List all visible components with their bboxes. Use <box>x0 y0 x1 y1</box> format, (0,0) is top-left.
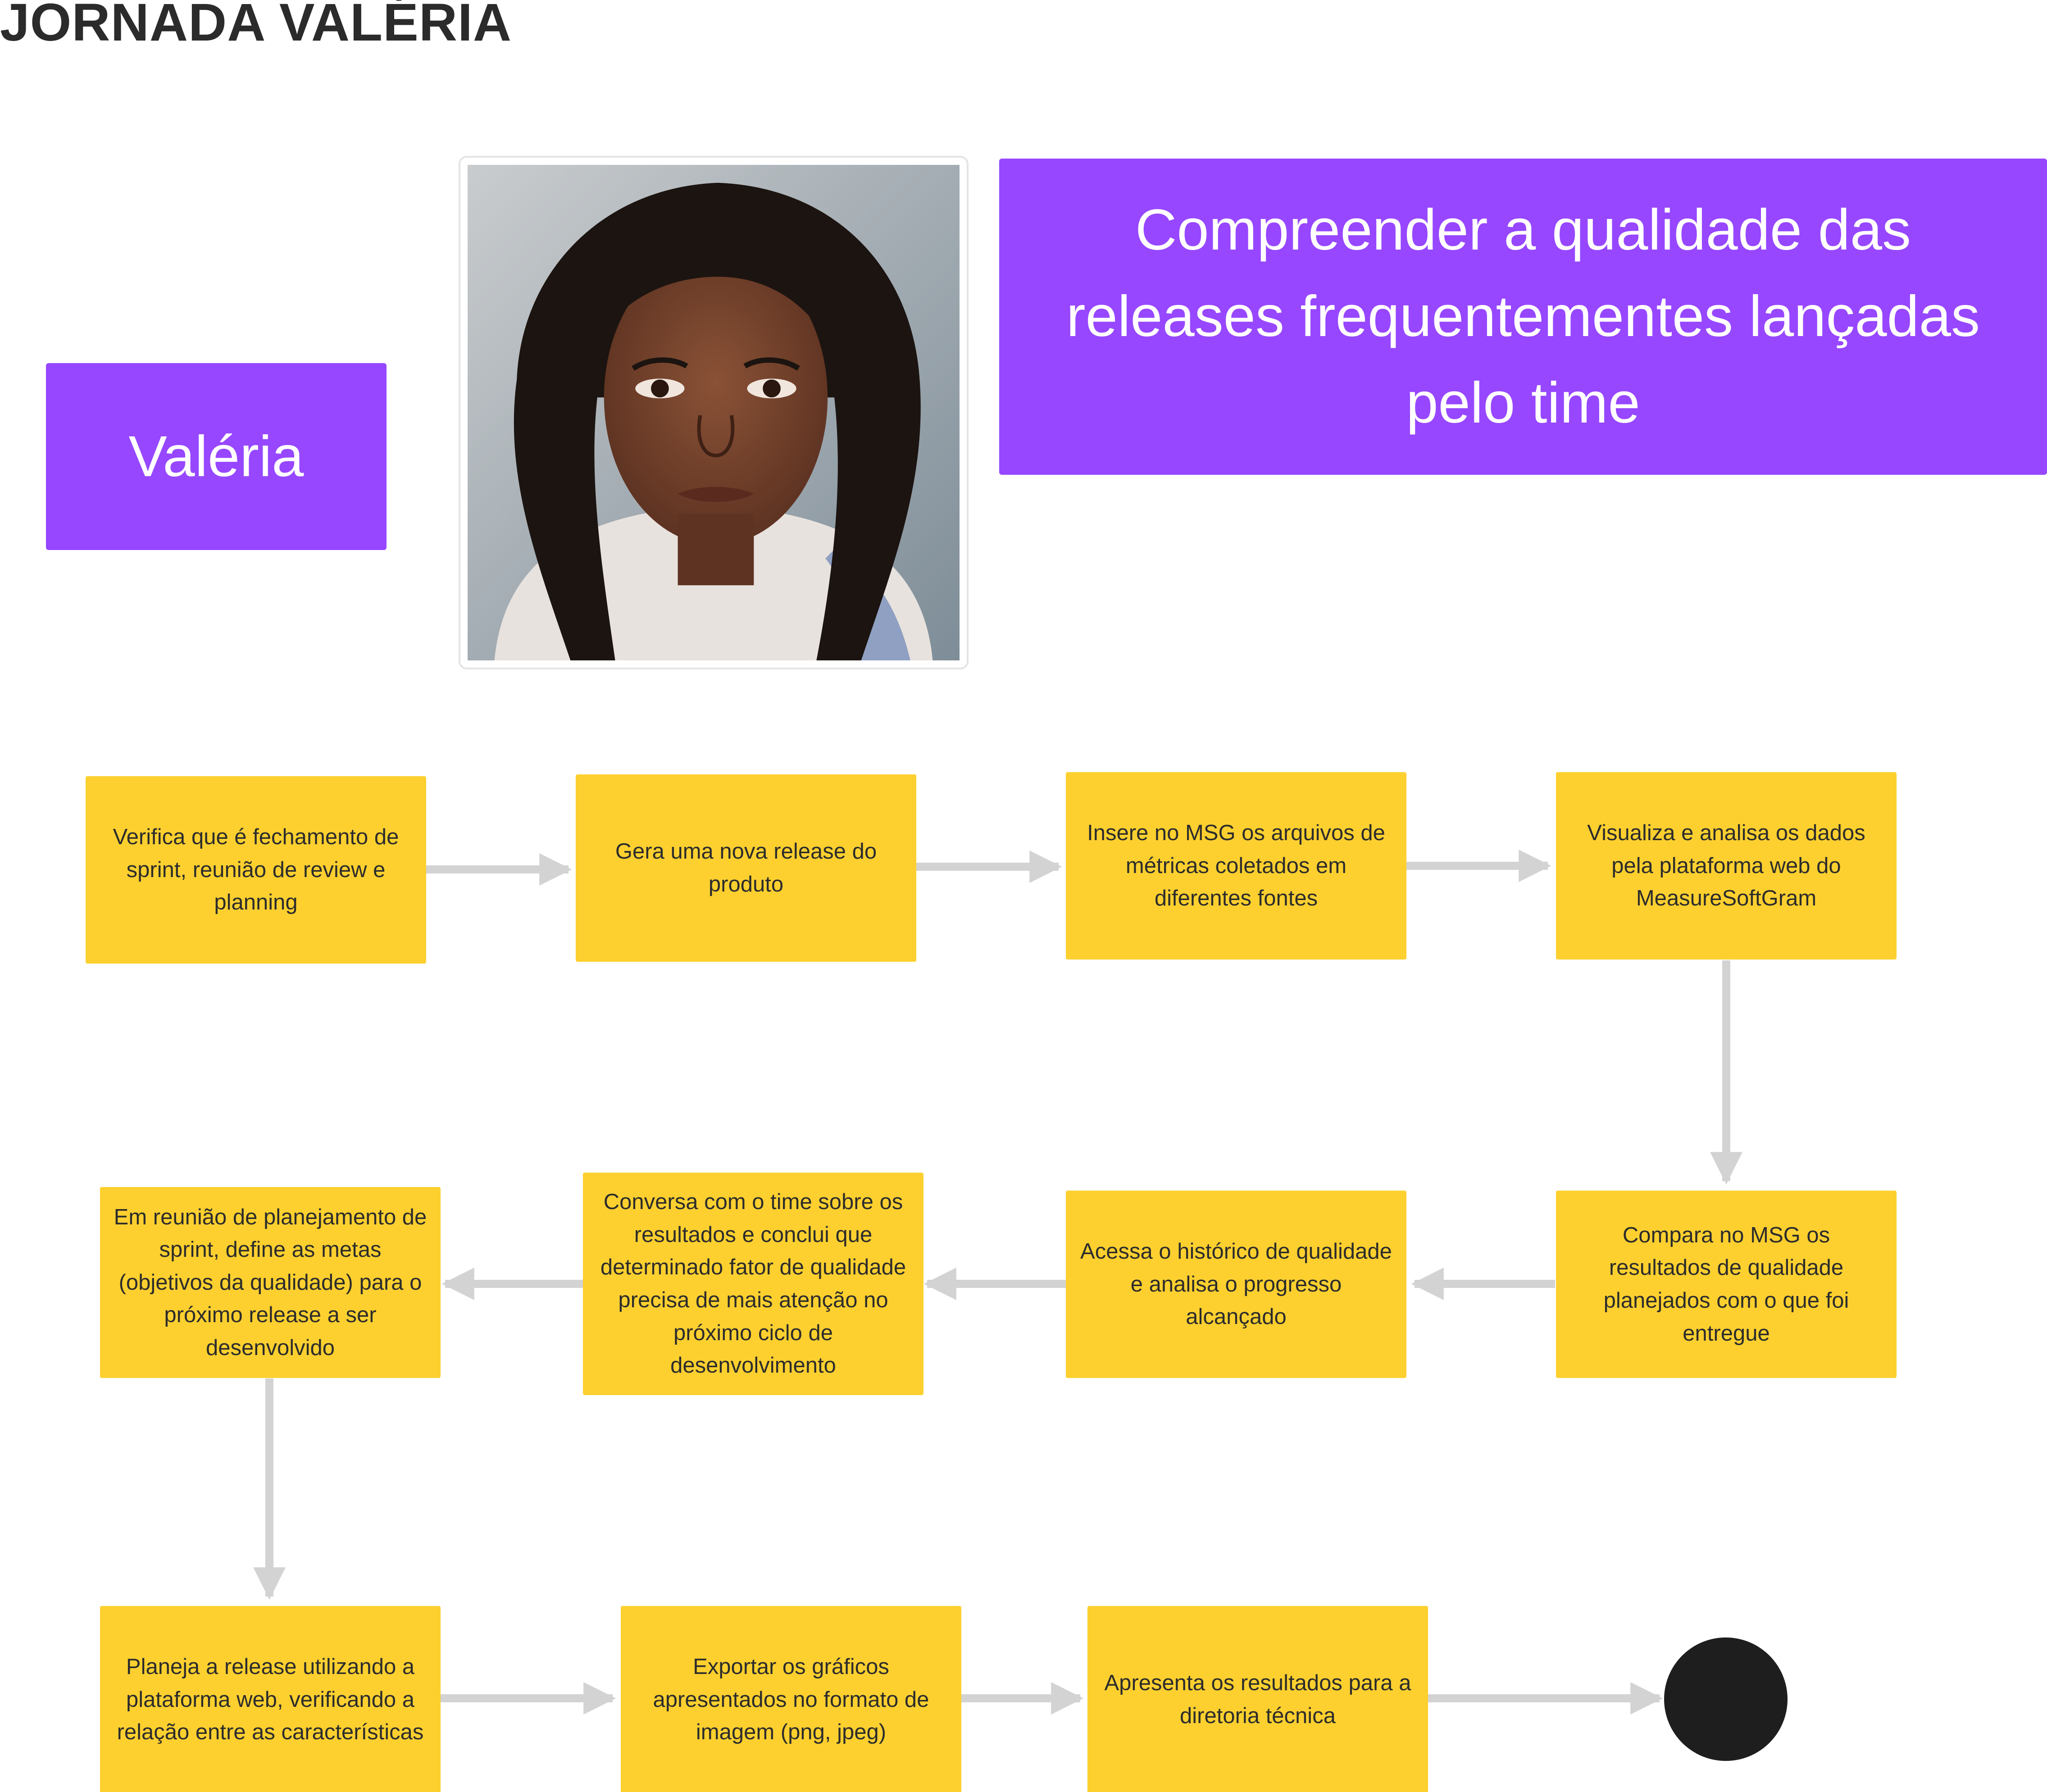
persona-name-label: Valéria <box>128 424 304 489</box>
step-text-7: Conversa com o time sobre os resultados … <box>600 1190 906 1378</box>
step-text-8: Em reunião de planejamento de sprint, de… <box>114 1205 427 1360</box>
step-text-3: Insere no MSG os arquivos de métricas co… <box>1087 821 1385 911</box>
step-card-1: Verifica que é fechamento de sprint, reu… <box>86 776 426 964</box>
persona-goal-text: Compreender a qualidade das releases fre… <box>1066 198 1980 435</box>
step-card-7: Conversa com o time sobre os resultados … <box>583 1173 923 1395</box>
step-card-6: Acessa o histórico de qualidade e analis… <box>1066 1191 1406 1378</box>
step-card-5: Compara no MSG os resultados de qualidad… <box>1556 1191 1897 1378</box>
step-card-9: Planeja a release utilizando a plataform… <box>100 1606 441 1792</box>
step-card-2: Gera uma nova release do produto <box>576 774 916 962</box>
step-text-10: Exportar os gráficos apresentados no for… <box>653 1655 929 1745</box>
step-text-5: Compara no MSG os resultados de qualidad… <box>1603 1223 1849 1346</box>
step-card-10: Exportar os gráficos apresentados no for… <box>621 1606 961 1792</box>
step-text-11: Apresenta os resultados para a diretoria… <box>1104 1671 1411 1728</box>
journey-end-node <box>1664 1637 1788 1761</box>
step-card-8: Em reunião de planejamento de sprint, de… <box>100 1187 441 1378</box>
step-text-9: Planeja a release utilizando a plataform… <box>117 1655 424 1745</box>
persona-goal-card: Compreender a qualidade das releases fre… <box>999 159 2047 475</box>
step-text-1: Verifica que é fechamento de sprint, reu… <box>113 825 399 915</box>
step-text-2: Gera uma nova release do produto <box>615 839 877 896</box>
step-card-3: Insere no MSG os arquivos de métricas co… <box>1066 772 1406 960</box>
step-text-4: Visualiza e analisa os dados pela plataf… <box>1587 821 1865 911</box>
persona-photo <box>459 156 969 669</box>
page-title: JORNADA VALÉRIA <box>0 0 512 52</box>
persona-portrait-image <box>468 165 960 660</box>
step-text-6: Acessa o histórico de qualidade e analis… <box>1080 1239 1392 1329</box>
persona-name-card: Valéria <box>46 363 387 550</box>
step-card-4: Visualiza e analisa os dados pela plataf… <box>1556 772 1897 960</box>
step-card-11: Apresenta os resultados para a diretoria… <box>1087 1606 1428 1792</box>
